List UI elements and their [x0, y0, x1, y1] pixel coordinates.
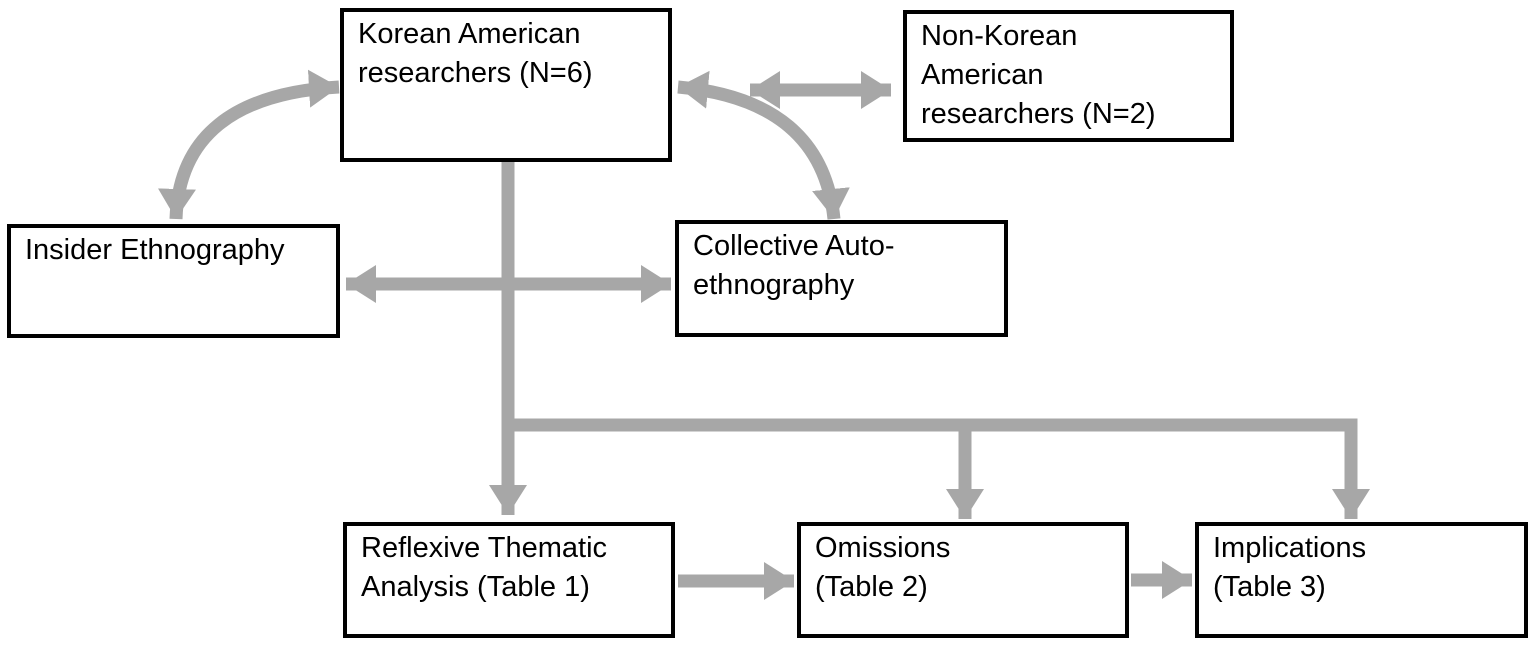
node-label: Non-Korean American researchers (N=2): [921, 20, 1156, 130]
arrow-korean-implications-branch: [508, 418, 1370, 519]
node-implications: Implications (Table 3): [1195, 522, 1528, 638]
node-korean-american-researchers: Korean American researchers (N=6): [340, 8, 672, 162]
node-collective-autoethnography: Collective Auto- ethnography: [675, 220, 1008, 337]
arrow-korean-collective-bidirectional-curved: [677, 70, 850, 220]
node-insider-ethnography: Insider Ethnography: [7, 224, 340, 338]
node-label: Reflexive Thematic Analysis (Table 1): [361, 532, 608, 603]
arrow-korean-insider-bidirectional-curved: [158, 69, 340, 220]
node-label: Omissions (Table 2): [815, 532, 951, 603]
node-non-korean-american-researchers: Non-Korean American researchers (N=2): [903, 10, 1234, 142]
node-omissions: Omissions (Table 2): [797, 522, 1129, 638]
node-label: Korean American researchers (N=6): [358, 18, 593, 89]
node-label: Implications (Table 3): [1213, 532, 1367, 603]
node-label: Collective Auto- ethnography: [693, 230, 895, 301]
node-label: Insider Ethnography: [25, 234, 285, 266]
node-reflexive-thematic-analysis: Reflexive Thematic Analysis (Table 1): [343, 522, 675, 638]
